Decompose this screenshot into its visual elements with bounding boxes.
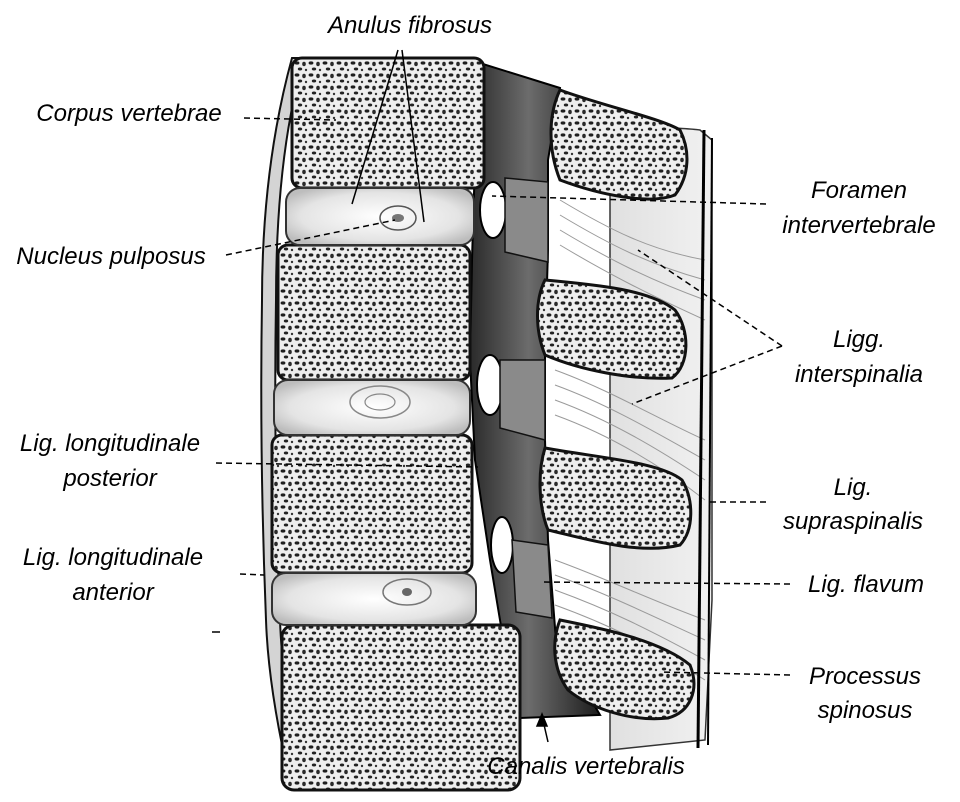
label-lig-long-ant-line1: Lig. longitudinale: [23, 544, 203, 571]
disc-3: [271, 572, 477, 626]
ligamentum-flavum-1: [504, 177, 549, 263]
label-supraspinalis-line1: Lig.: [834, 474, 873, 501]
ligamentum-flavum-3: [511, 539, 553, 619]
label-lig-long-post-line2: posterior: [62, 465, 157, 492]
label-canalis-vertebralis: Canalis vertebralis: [487, 753, 684, 780]
leader-interspinalia-2: [631, 345, 783, 405]
supraspinal-ligament-edge: [696, 129, 706, 749]
leader-flavum: [539, 581, 791, 585]
vertebral-body-4: [280, 623, 522, 792]
label-processus-line2: spinosus: [818, 697, 913, 724]
ligamentum-flavum-2: [499, 359, 546, 441]
label-corpus-vertebrae: Corpus vertebrae: [36, 100, 221, 127]
vertebral-bodies: [270, 56, 522, 792]
nucleus-2-inner: [364, 393, 396, 411]
nucleus-1: [379, 205, 417, 231]
label-foramen-line2: intervertebrale: [782, 212, 935, 239]
intervertebral-discs: [271, 187, 477, 626]
leader-lig-post: [215, 462, 479, 468]
leader-lines: [212, 49, 791, 743]
foramen-2: [476, 354, 504, 416]
label-supraspinalis-line2: supraspinalis: [783, 508, 923, 535]
leader-processus: [659, 671, 791, 676]
leader-anulus-1: [351, 49, 399, 205]
leader-anulus-2: [401, 49, 425, 223]
vertebral-body-2: [276, 243, 472, 382]
leader-interspinalia-1: [637, 249, 783, 347]
foramen-3: [490, 516, 514, 574]
supraspinal-ligament-edge-2: [707, 137, 713, 746]
leader-foramen: [491, 195, 767, 205]
nucleus-2: [349, 385, 411, 419]
vertebral-body-1: [290, 56, 486, 190]
spinous-process-1: [549, 88, 689, 201]
label-processus-line1: Processus: [809, 663, 921, 690]
foramen-1: [479, 181, 507, 239]
ligamenta-flava: [499, 177, 553, 619]
vertebral-body-3: [270, 433, 474, 575]
label-anulus-fibrosus: Anulus fibrosus: [326, 12, 492, 39]
nucleus-3-inner: [402, 588, 412, 596]
spinous-process-2: [536, 278, 688, 380]
labels: Anulus fibrosus Corpus vertebrae Nucleus…: [16, 12, 935, 780]
label-nucleus-pulposus: Nucleus pulposus: [16, 243, 205, 270]
spinous-process-4: [553, 618, 696, 721]
label-lig-long-post-line1: Lig. longitudinale: [20, 430, 200, 457]
disc-2: [273, 379, 471, 436]
spinous-processes: [536, 88, 696, 721]
leader-lig-ant: [239, 573, 265, 576]
label-foramen-line1: Foramen: [811, 177, 907, 204]
intervertebral-foramina: [476, 181, 514, 574]
label-interspinalia-line2: interspinalia: [795, 361, 923, 388]
leader-canalis-arrow: [535, 712, 549, 727]
label-lig-flavum: Lig. flavum: [808, 571, 924, 598]
spinous-process-3: [538, 446, 693, 550]
leader-nucleus: [225, 219, 396, 256]
label-lig-long-ant-line2: anterior: [72, 579, 154, 606]
leader-corpus: [243, 117, 337, 121]
nucleus-3: [382, 578, 432, 606]
label-interspinalia-line1: Ligg.: [833, 326, 885, 353]
